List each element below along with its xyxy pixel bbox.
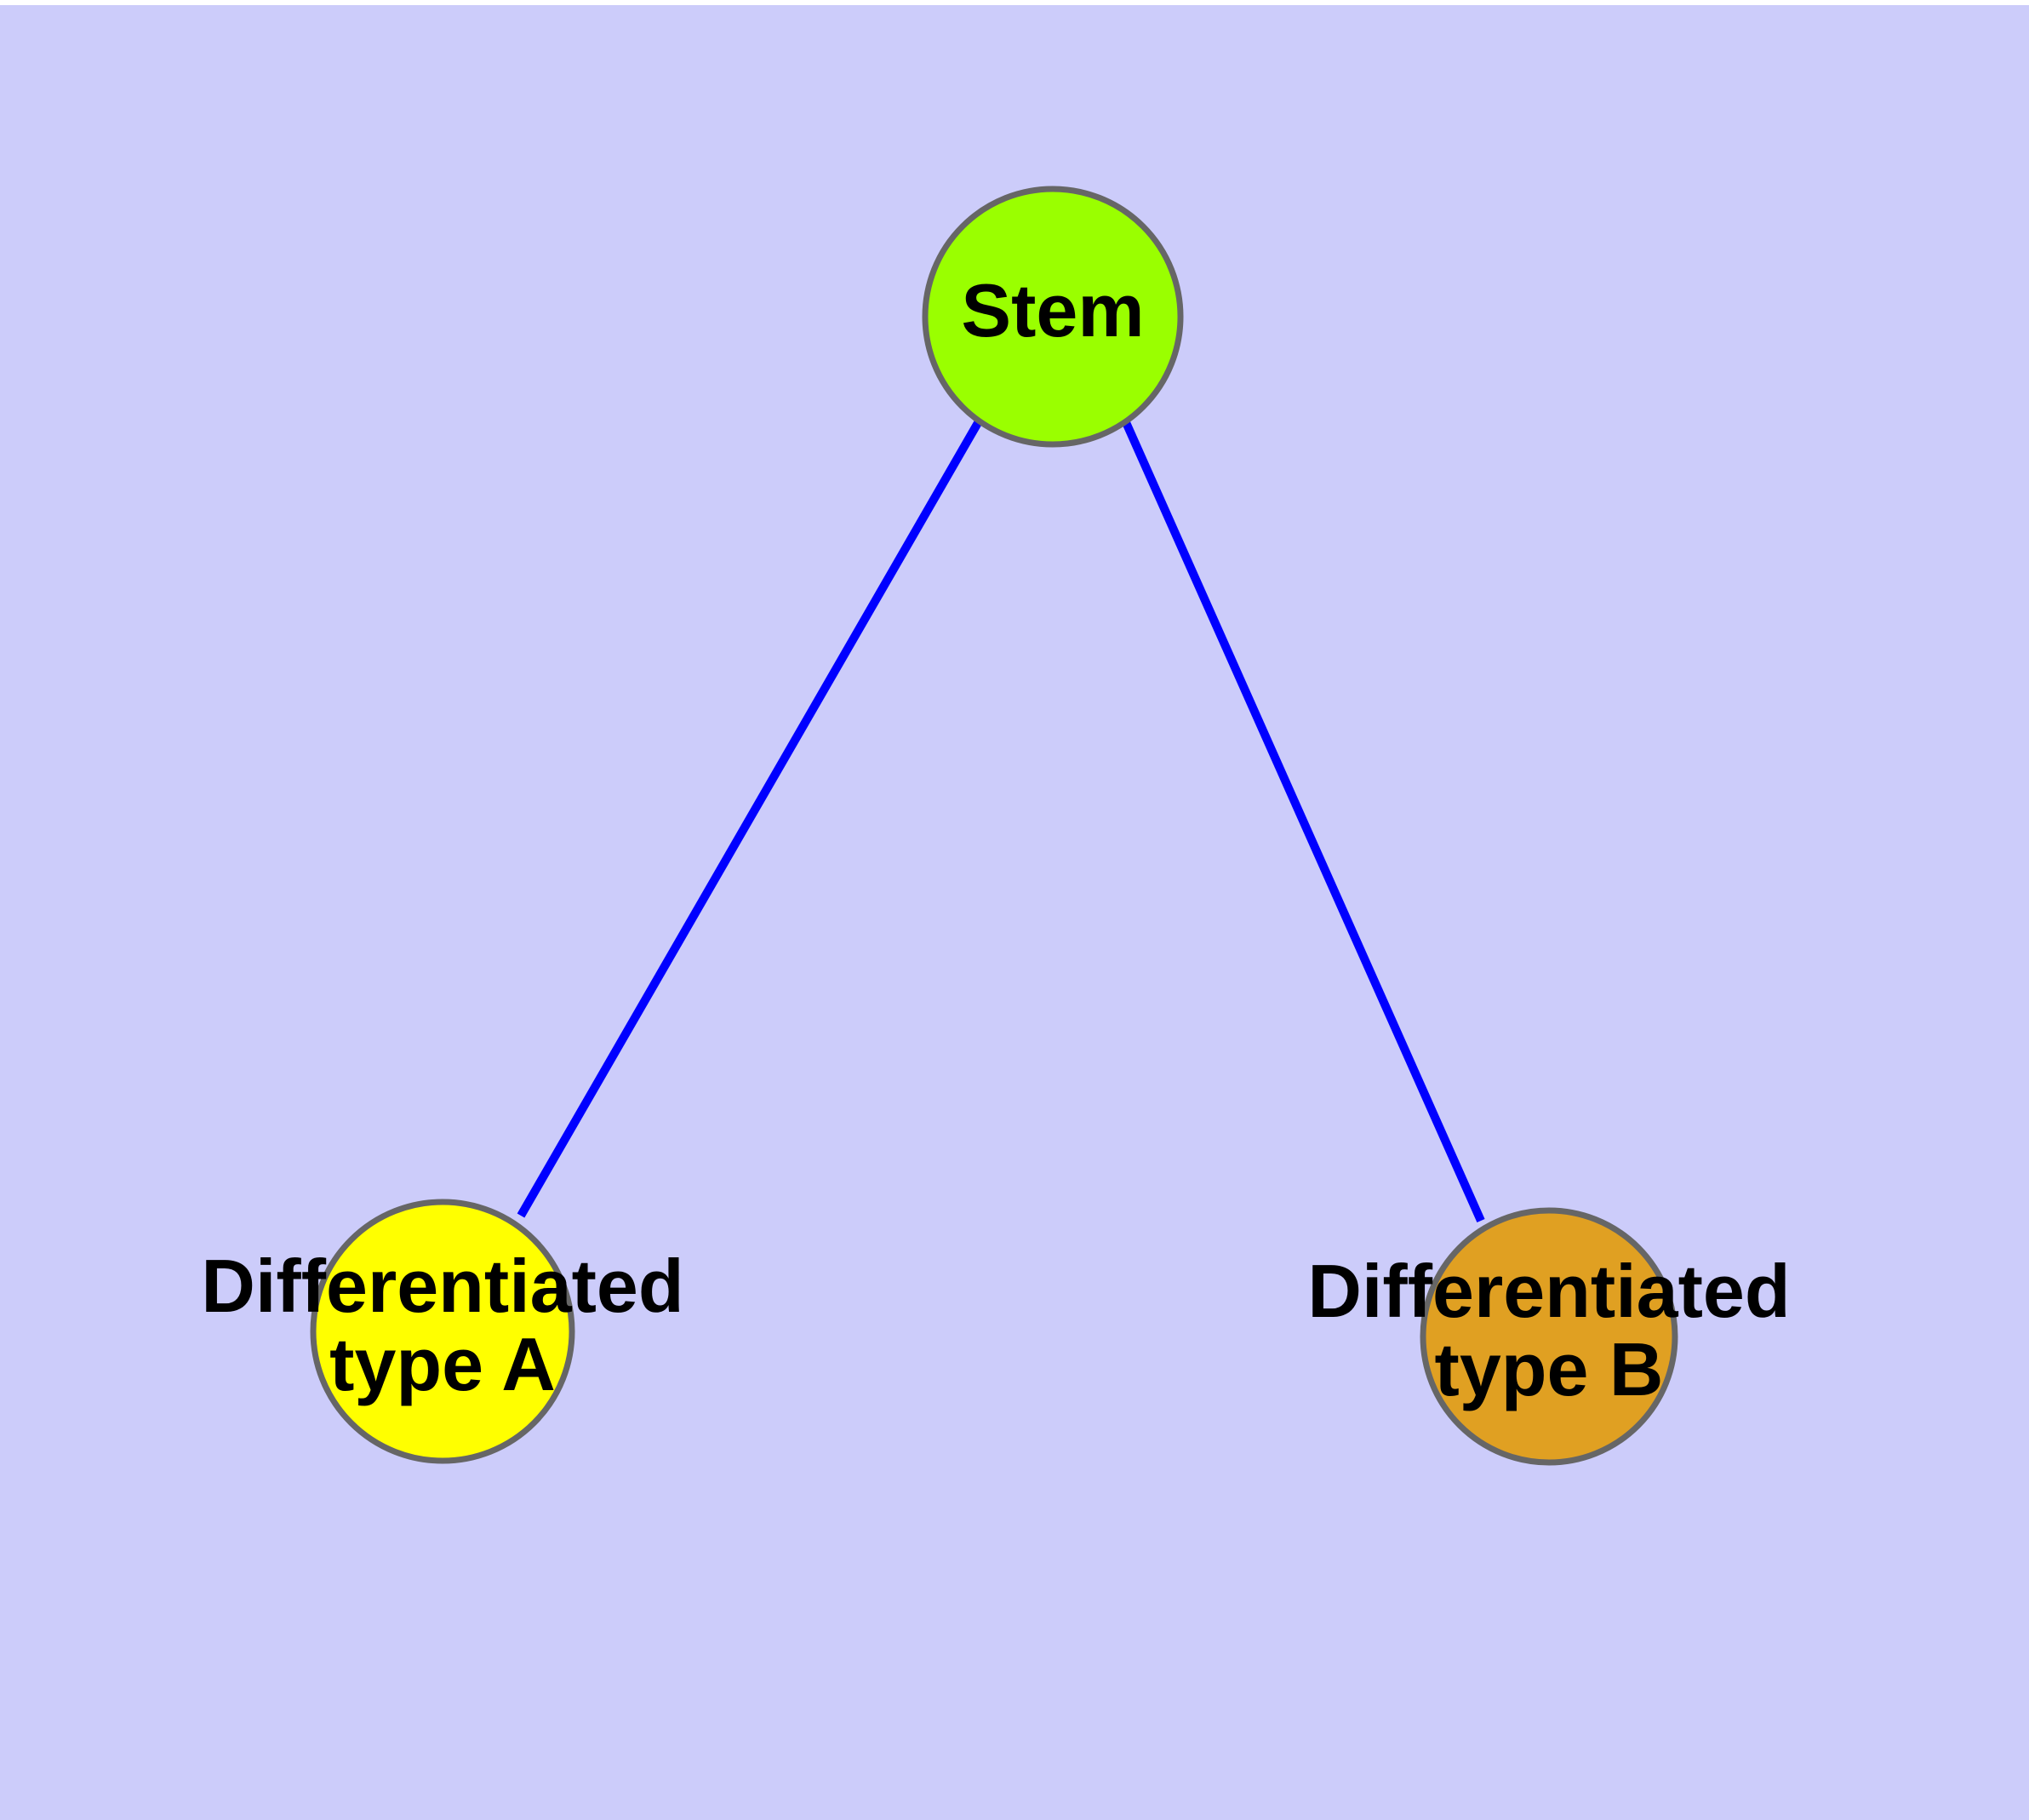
node-label-line: Stem	[961, 268, 1144, 352]
canvas-top-margin	[0, 0, 2029, 5]
node-label-line: Differentiated	[1307, 1249, 1790, 1333]
node-differentiated-type-b-circle[interactable]	[1420, 1207, 1678, 1466]
edge-layer	[517, 418, 1485, 1223]
edge-stem-to-diff-b[interactable]	[1121, 418, 1485, 1223]
edge-stem-to-diff-a[interactable]	[517, 419, 983, 1218]
node-stem-circle[interactable]	[922, 186, 1184, 448]
node-label-line: type A	[329, 1322, 556, 1406]
node-differentiated-type-b[interactable]	[1420, 1207, 1678, 1466]
node-label-line: Differentiated	[201, 1244, 683, 1328]
node-stem-label: Stem	[961, 268, 1144, 352]
node-differentiated-type-a[interactable]	[310, 1199, 575, 1464]
node-layer	[310, 186, 1678, 1466]
node-differentiated-type-a-circle[interactable]	[310, 1199, 575, 1464]
node-stem[interactable]	[922, 186, 1184, 448]
node-label-line: type B	[1435, 1327, 1664, 1411]
